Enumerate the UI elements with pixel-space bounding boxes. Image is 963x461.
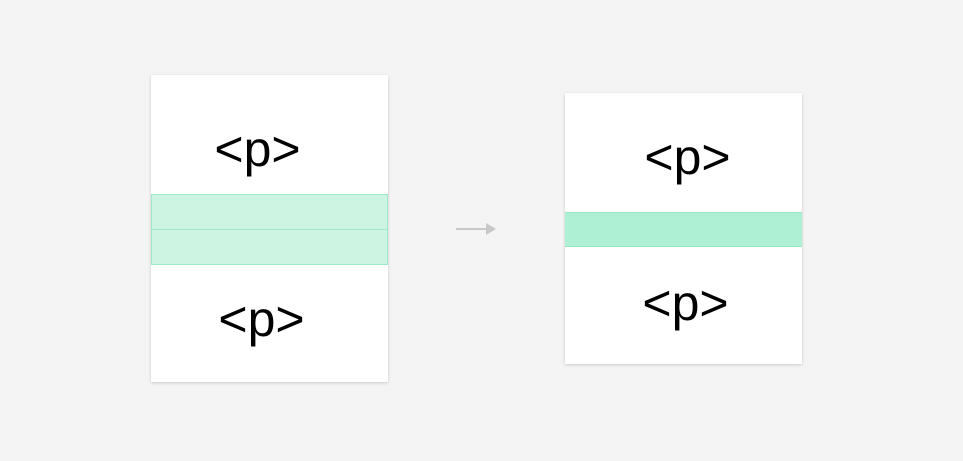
before-bottom-paragraph-tag: <p> bbox=[218, 291, 305, 347]
after-bottom-paragraph-tag: <p> bbox=[642, 275, 729, 331]
after-top-paragraph-tag: <p> bbox=[644, 129, 731, 185]
arrow-head bbox=[486, 223, 496, 235]
before-top-paragraph-tag: <p> bbox=[214, 121, 301, 177]
before-card: <p> <p> bbox=[151, 75, 388, 382]
before-first-margin bbox=[151, 194, 388, 230]
collapsed-margin bbox=[565, 212, 802, 247]
right-arrow-icon bbox=[456, 223, 496, 235]
after-card: <p> <p> bbox=[565, 93, 802, 364]
before-second-margin bbox=[151, 229, 388, 265]
